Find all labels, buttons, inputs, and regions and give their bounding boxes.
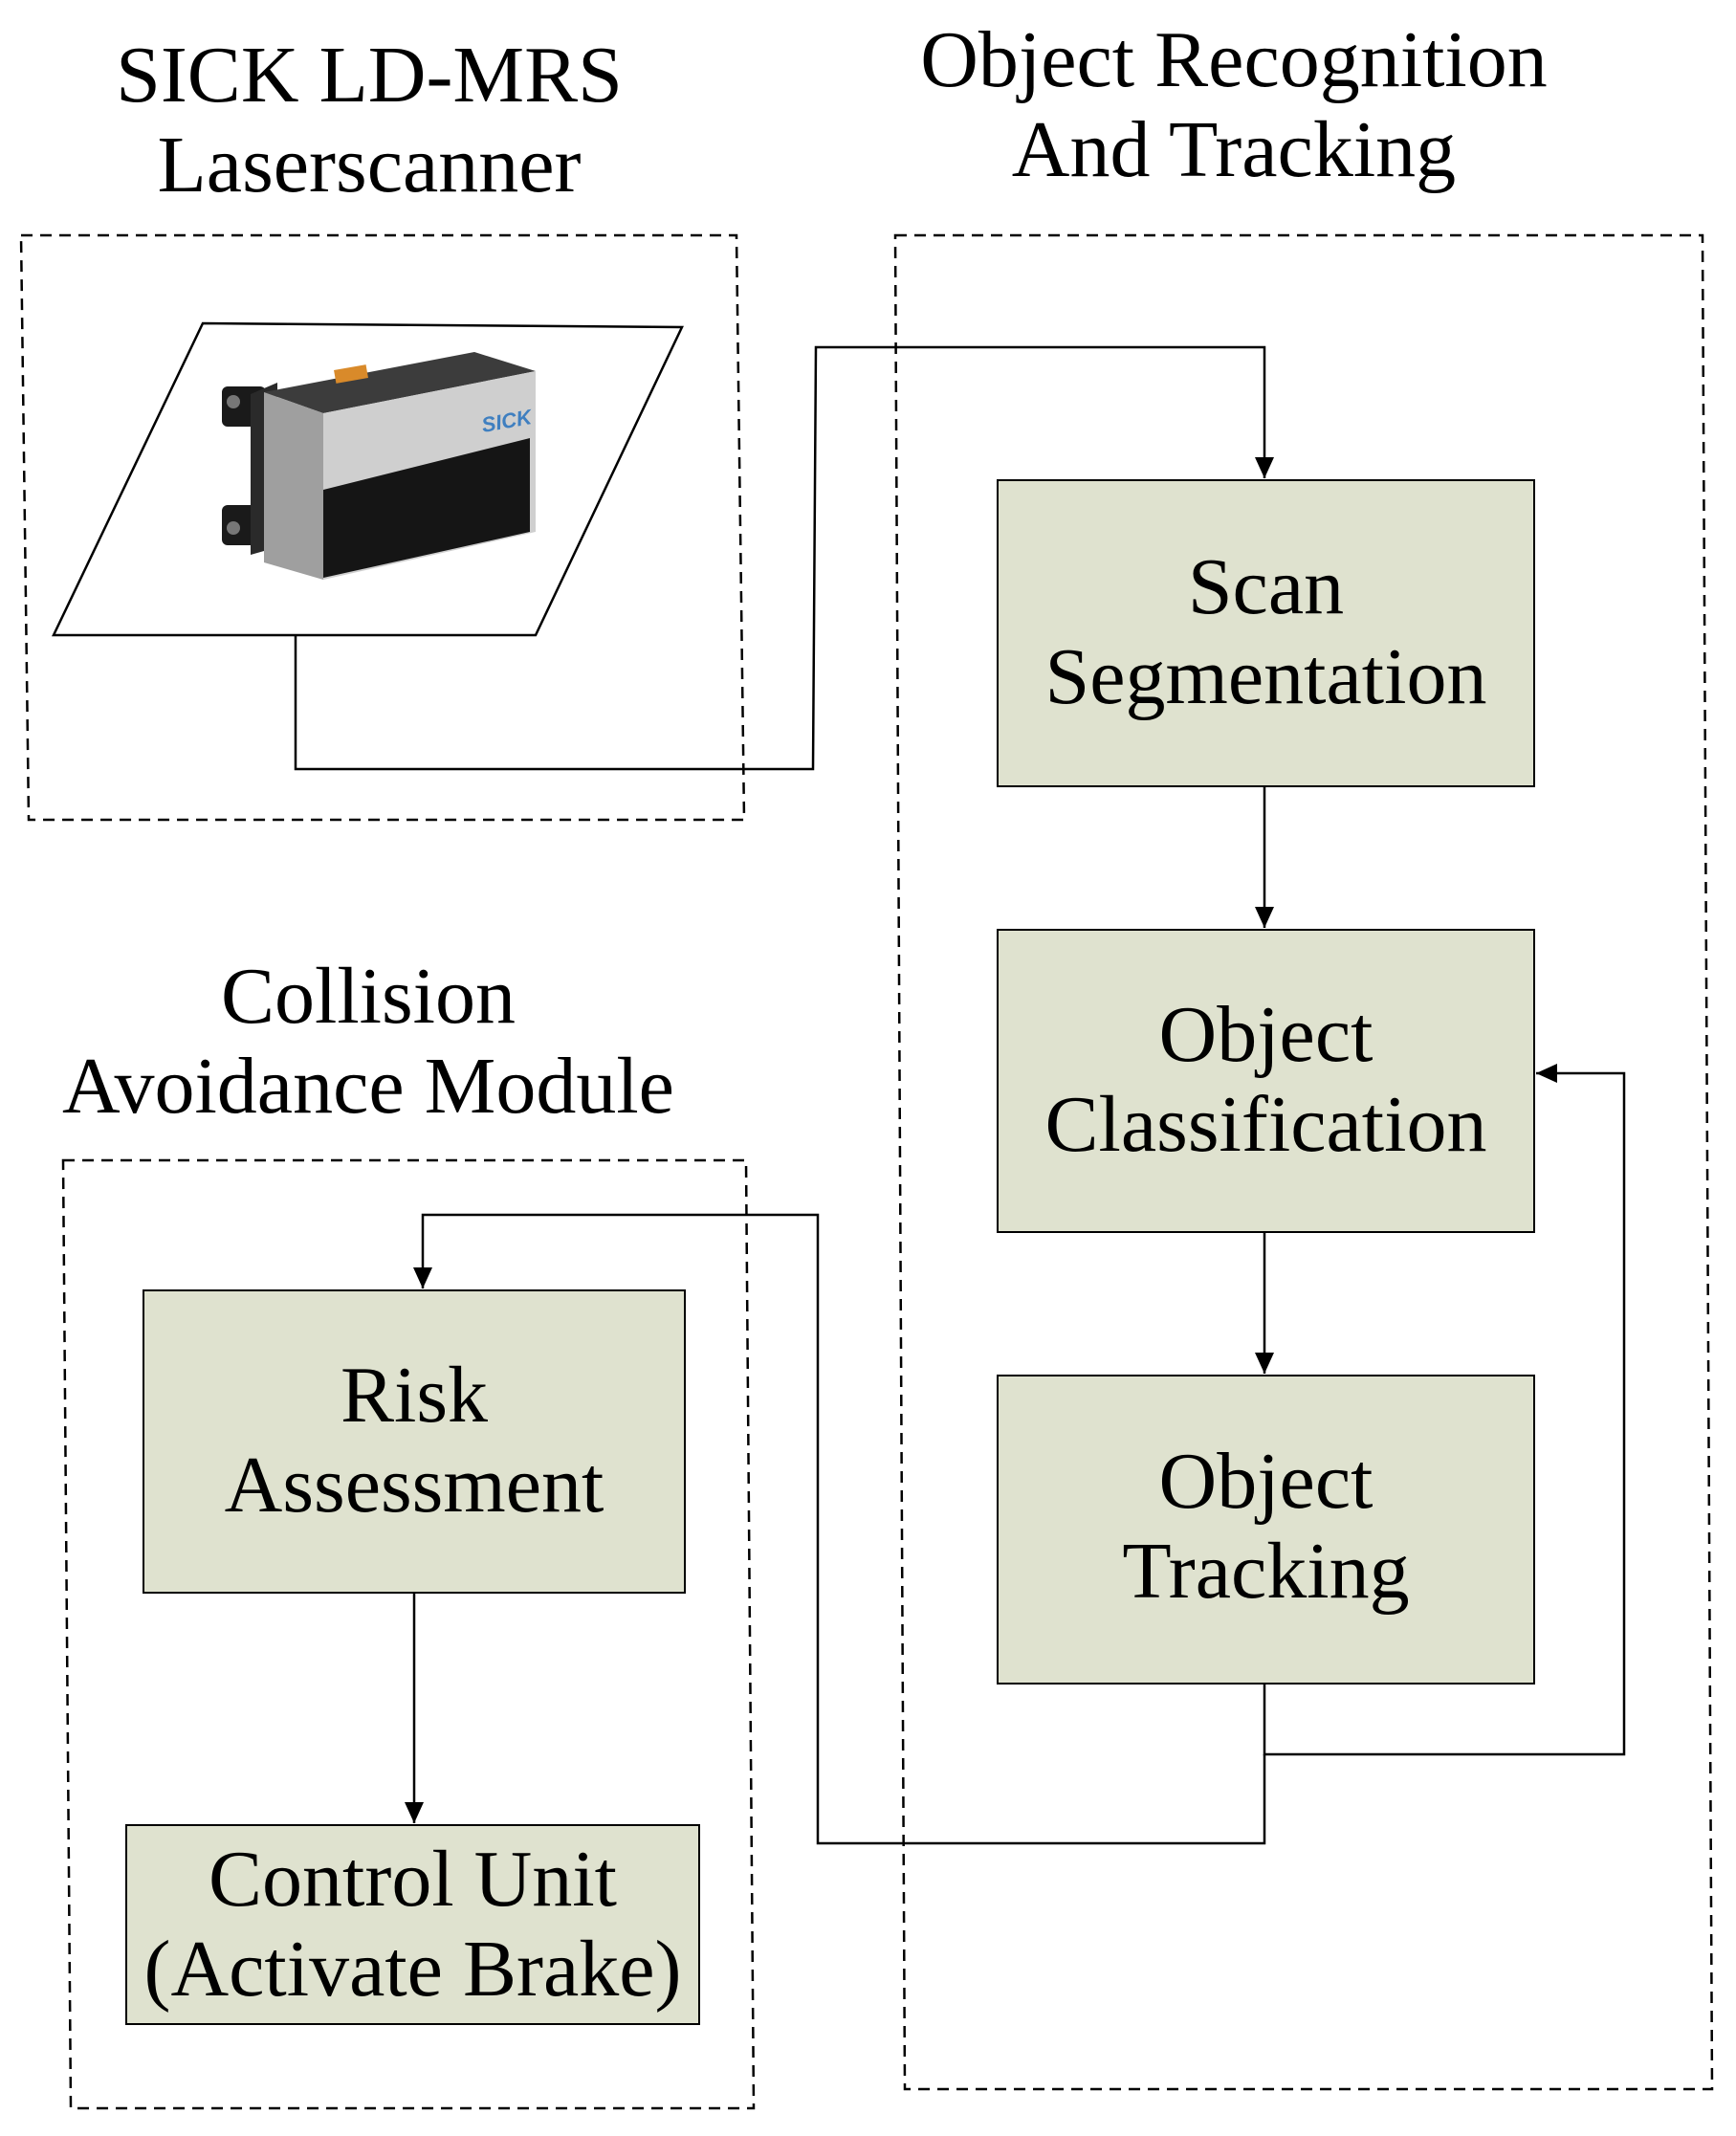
laserscanner-device-icon: SICK — [222, 352, 536, 580]
object-tracking-label: Object Tracking — [998, 1437, 1534, 1617]
laserscanner-title: SICK LD-MRS Laserscanner — [101, 31, 637, 210]
collision-avoidance-title-line1: Collision — [220, 952, 516, 1041]
scan-segmentation-box — [997, 479, 1535, 787]
control-unit-box — [125, 1824, 700, 2025]
object-tracking-box — [997, 1375, 1535, 1685]
scanner-to-segmentation-arrow — [294, 345, 1274, 771]
collision-avoidance-title-line2: Avoidance Module — [62, 1042, 674, 1131]
scan-segmentation-label: Scan Segmentation — [998, 542, 1534, 722]
object-classification-box — [997, 929, 1535, 1233]
control-unit-line2: (Activate Brake) — [143, 1925, 682, 2014]
risk-assessment-box — [143, 1289, 686, 1594]
scan-segmentation-line1: Scan — [1187, 542, 1345, 631]
risk-assessment-line1: Risk — [340, 1351, 489, 1440]
object-classification-line2: Classification — [1044, 1080, 1487, 1169]
control-unit-label: Control Unit (Activate Brake) — [126, 1835, 699, 2015]
object-classification-label: Object Classification — [998, 990, 1534, 1170]
laserscanner-title-line1: SICK LD-MRS — [116, 31, 623, 120]
object-tracking-line2: Tracking — [1122, 1527, 1410, 1616]
object-tracking-line1: Object — [1158, 1437, 1373, 1526]
scan-segmentation-line2: Segmentation — [1044, 632, 1487, 721]
tracking-feedback-arrow — [1263, 1064, 1626, 1756]
object-recognition-title-line1: Object Recognition — [920, 15, 1548, 104]
tracking-to-risk-arrow — [413, 1213, 1266, 1845]
object-recognition-group-border — [893, 233, 1714, 2091]
control-unit-line1: Control Unit — [208, 1835, 617, 1924]
object-recognition-title: Object Recognition And Tracking — [899, 15, 1569, 195]
laserscanner-group-border — [19, 233, 746, 822]
risk-assessment-line2: Assessment — [224, 1441, 604, 1530]
object-recognition-title-line2: And Tracking — [1011, 105, 1457, 194]
collision-avoidance-title: Collision Avoidance Module — [38, 952, 698, 1132]
laserscanner-title-line2: Laserscanner — [157, 121, 582, 209]
risk-assessment-label: Risk Assessment — [143, 1351, 685, 1530]
collision-avoidance-group-border — [61, 1158, 756, 2110]
object-classification-line1: Object — [1158, 990, 1373, 1079]
